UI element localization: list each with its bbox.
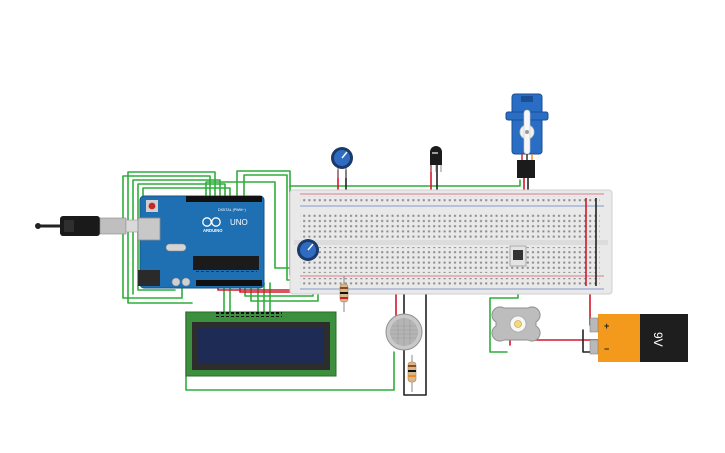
gas-sensor[interactable] — [385, 313, 423, 351]
capacitor — [171, 277, 181, 287]
battery-terminal-negative — [589, 339, 599, 355]
lcd-screen — [198, 328, 324, 364]
battery-label: 9V — [651, 332, 665, 347]
battery-9v[interactable]: + − 9V — [589, 314, 688, 362]
power-analog-header — [196, 280, 262, 286]
motor-shaft-icon — [514, 320, 522, 328]
power-jack — [138, 270, 160, 286]
arduino-brand: ARDUINO — [203, 228, 223, 233]
header-label: DIGITAL (PWM~) — [218, 208, 246, 212]
oscillator — [165, 243, 187, 252]
breadboard[interactable] — [289, 189, 613, 295]
reset-button[interactable] — [148, 202, 156, 210]
microcontroller-chip — [193, 256, 259, 270]
knob-indicator-icon — [307, 243, 314, 251]
battery-terminal-positive — [589, 317, 599, 333]
relay[interactable] — [509, 245, 527, 267]
servo-motor[interactable] — [505, 93, 549, 178]
lcd-16x2[interactable] — [185, 311, 337, 377]
resistor-gas[interactable] — [407, 355, 417, 392]
servo-connector — [517, 160, 535, 178]
dc-motor[interactable] — [491, 306, 541, 342]
temperature-sensor[interactable] — [430, 146, 442, 172]
usb-port — [137, 217, 161, 241]
battery-minus-symbol: − — [604, 344, 609, 354]
knob-indicator-icon — [341, 151, 348, 159]
resistor-lcd[interactable] — [339, 276, 349, 312]
arduino-uno[interactable]: DIGITAL (PWM~) ARDUINO UNO — [137, 195, 265, 289]
potentiometer-top[interactable] — [331, 147, 353, 178]
battery-plus-symbol: + — [604, 321, 609, 331]
usb-cable[interactable] — [35, 216, 143, 236]
capacitor — [181, 277, 191, 287]
arduino-model: UNO — [230, 218, 248, 227]
potentiometer-left[interactable] — [297, 239, 319, 261]
lcd-pin-header — [214, 312, 282, 317]
arduino-logo-icon — [202, 217, 221, 227]
